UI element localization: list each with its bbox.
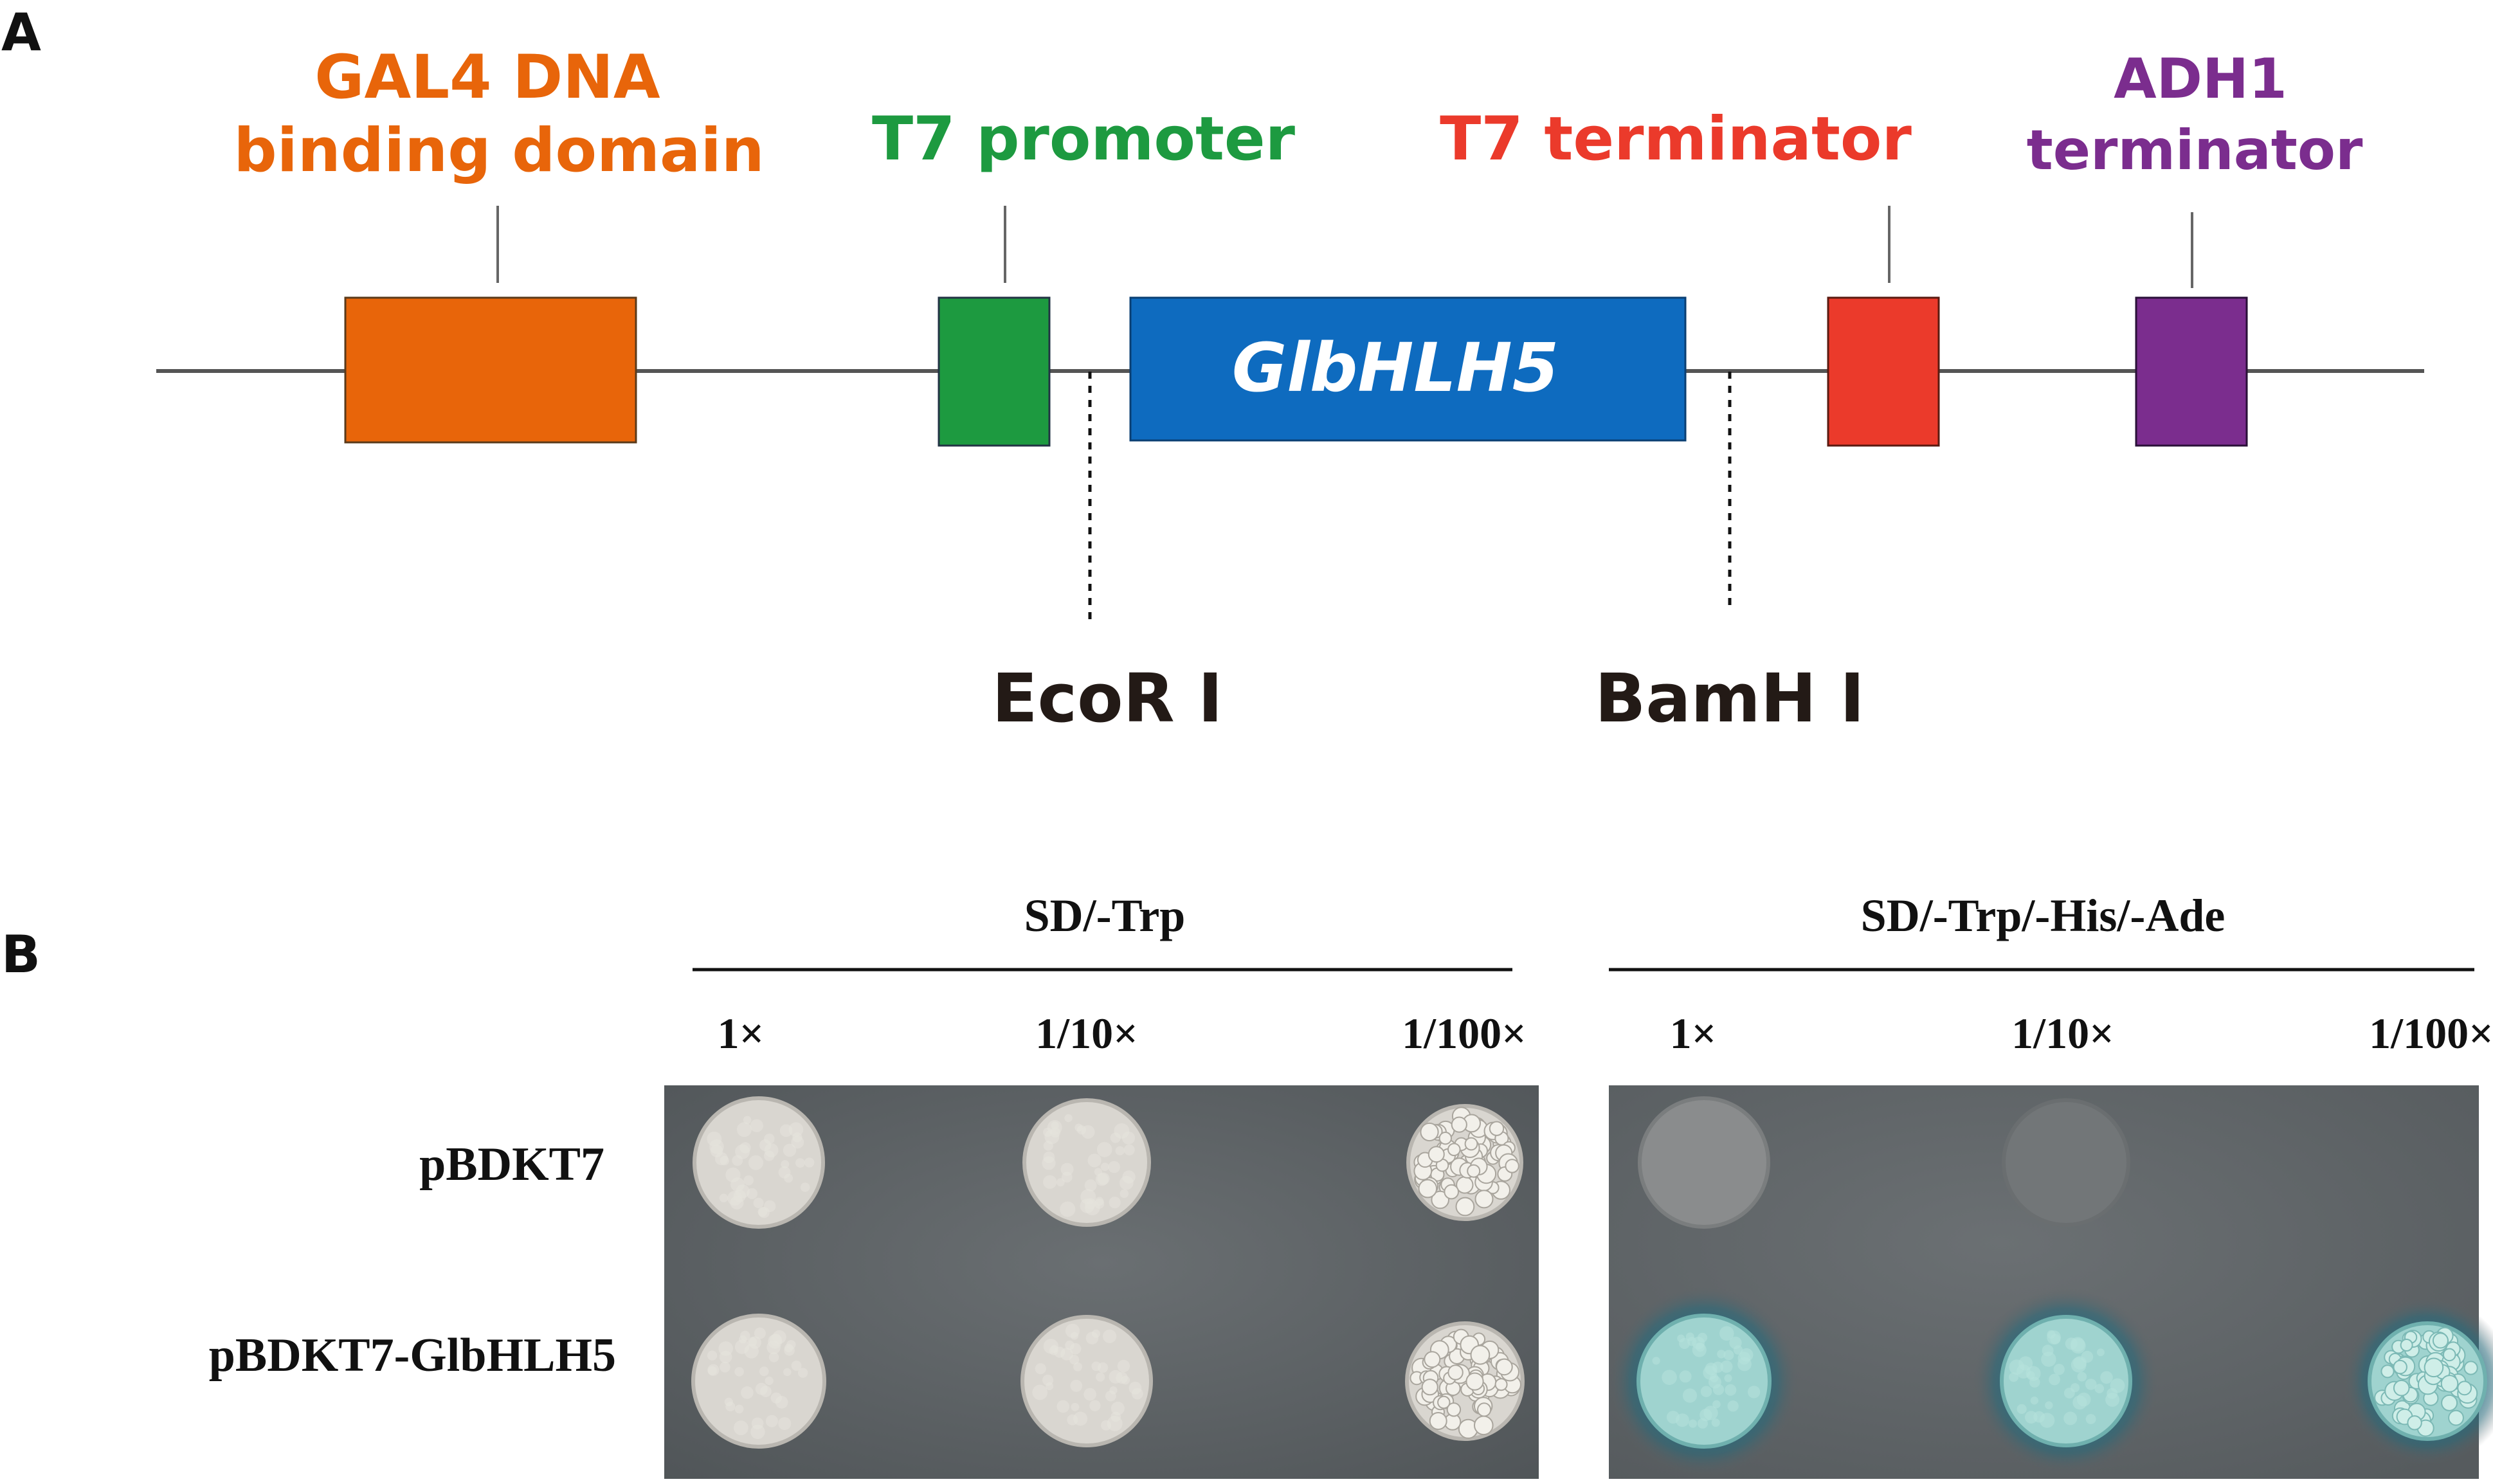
adh1-terminator-box [2135, 296, 2248, 447]
glbhlh5-gene-label: GlbHLH5 [1232, 329, 1559, 407]
row-label-pbdkt7: pBDKT7 [419, 1138, 604, 1191]
medium-header-sd-trp-his-ade: SD/-Trp/-His/-Ade [1861, 890, 2226, 941]
yeast-spot [693, 1096, 825, 1229]
ecori-label: EcoR I [992, 659, 1222, 737]
adh1-label-line2: terminator [2027, 118, 2363, 183]
yeast-spot [1609, 1286, 1799, 1476]
yeast-spot [2002, 1098, 2130, 1227]
panel-b-label: B [1, 925, 41, 984]
panel-a-label: A [1, 3, 41, 62]
yeast-spot [1406, 1104, 1523, 1221]
t7-terminator-box [1827, 296, 1940, 447]
yeast-spots [691, 1096, 2493, 1476]
gal4-dbd-box [344, 296, 637, 444]
dilution-label: 1× [1670, 1009, 1717, 1058]
gal4-label-line1: GAL4 DNA [314, 42, 660, 113]
yeast-spot [2343, 1297, 2493, 1465]
yeast-spot [1020, 1315, 1153, 1447]
yeast-spot [1405, 1321, 1525, 1441]
dilution-label: 1× [718, 1009, 765, 1058]
dilution-label: 1/10× [2011, 1009, 2114, 1058]
dilution-label: 1/100× [2369, 1009, 2493, 1058]
yeast-spot [1973, 1288, 2159, 1474]
gal4-label-line2: binding domain [233, 116, 764, 186]
medium-header-sd-trp: SD/-Trp [1024, 890, 1186, 941]
t7-terminator-label: T7 terminator [1440, 104, 1912, 174]
yeast-spot [1022, 1098, 1151, 1227]
bamhi-label: BamH I [1595, 659, 1865, 737]
dilution-label: 1/100× [1402, 1009, 1527, 1058]
glbhlh5-gene-box [1129, 296, 1687, 442]
t7-promoter-label: T7 promoter [872, 104, 1296, 174]
yeast-spot [691, 1314, 826, 1449]
dilution-label: 1/10× [1035, 1009, 1138, 1058]
yeast-spot [1638, 1096, 1770, 1229]
adh1-label-line1: ADH1 [2114, 47, 2287, 111]
t7-promoter-box [938, 296, 1051, 447]
row-label-pbdkt7-glbhlh5: pBDKT7-GlbHLH5 [209, 1329, 616, 1382]
